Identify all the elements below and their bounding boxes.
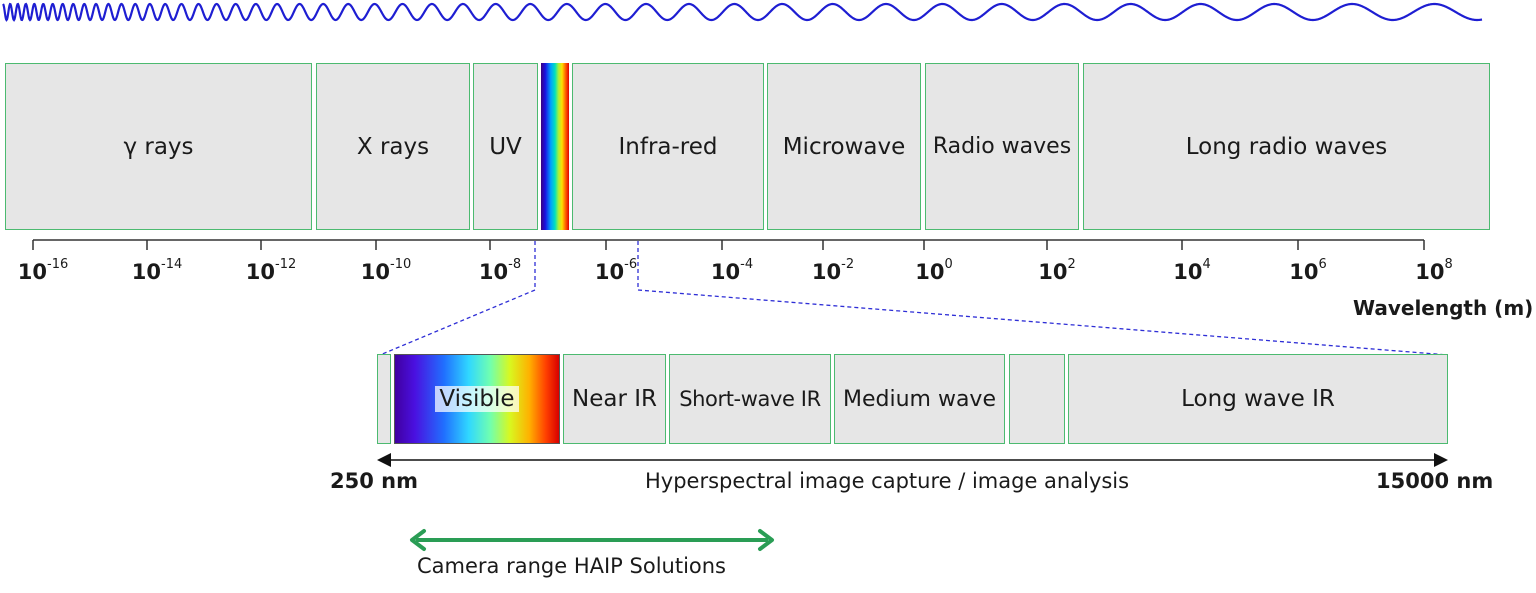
tick-exponent: -2 [841,257,855,272]
tick-base: 10 [1289,260,1319,284]
tick-exponent: 2 [1067,257,1076,272]
axis-tick-label: 10-16 [17,257,69,284]
zoom-band-long-wave-ir: Long wave IR [1068,354,1448,444]
axis-tick-label: 102 [1038,257,1076,284]
axis-tick-label: 10-10 [360,257,412,284]
tick-base: 10 [1173,260,1203,284]
axis-tick-label: 104 [1173,257,1211,284]
axis-tick-label: 10-4 [710,257,754,284]
zoom-band-short-wave-ir: Short-wave IR [669,354,831,444]
band-gamma-rays-label: γ rays [123,133,194,160]
zoom-band-medium-wave: Medium wave [834,354,1005,444]
axis-tick-label: 10-2 [811,257,855,284]
tick-base: 10 [131,260,161,284]
band-uv: UV [473,63,538,230]
band-uv-label: UV [489,133,522,160]
range-arrow-right-head [1434,453,1448,467]
tick-base: 10 [710,260,741,284]
band-gamma-rays: γ rays [5,63,312,230]
band-radio-waves: Radio waves [925,63,1079,230]
band-long-radio-waves-label: Long radio waves [1185,133,1388,160]
band-long-radio-waves: Long radio waves [1083,63,1490,230]
band-microwave-label: Microwave [782,133,906,160]
axis-title: Wavelength (m) [1353,296,1534,320]
zoom-band-medium-wave-label: Medium wave [843,386,996,412]
camera-arrow-left-head [410,529,426,551]
zoom-band-near-ir: Near IR [563,354,666,444]
range-start-label: 250 nm [330,469,418,493]
band-microwave: Microwave [767,63,921,230]
zoom-band-uv [377,354,391,444]
tick-base: 10 [17,260,47,284]
band-infra-red-label: Infra-red [618,133,718,160]
zoom-band-visible: Visible [394,354,560,444]
axis-tick-label: 108 [1415,257,1453,284]
camera-arrow-right-head [758,529,774,551]
tick-exponent: 0 [944,257,953,272]
tick-exponent: -12 [275,257,297,272]
tick-base: 10 [915,260,945,284]
range-caption: Hyperspectral image capture / image anal… [645,469,1130,493]
zoom-line-right [637,241,1449,356]
tick-base: 10 [1038,260,1068,284]
wavelength-wave-line [2,2,1483,22]
axis-tick-label: 10-14 [131,257,183,284]
zoom-band-near-ir-label: Near IR [572,386,657,412]
band-radio-waves-label: Radio waves [932,134,1072,159]
tick-exponent: -14 [161,257,183,272]
tick-exponent: -8 [508,257,522,272]
tick-exponent: -4 [740,257,754,272]
axis-tick-label: 10-6 [594,257,638,284]
axis-tick-label: 106 [1289,257,1327,284]
tick-base: 10 [478,260,509,284]
axis-tick-label: 10-12 [245,257,297,284]
tick-exponent: -16 [47,257,69,272]
tick-exponent: 4 [1202,257,1211,272]
tick-base: 10 [245,260,275,284]
range-end-label: 15000 nm [1376,469,1494,493]
tick-base: 10 [811,260,842,284]
zoom-band-long-wave-ir-label: Long wave IR [1181,386,1335,412]
band-infra-red: Infra-red [572,63,764,230]
tick-exponent: -10 [390,257,412,272]
tick-exponent: 8 [1444,257,1453,272]
tick-exponent: -6 [624,257,638,272]
zoom-band-short-wave-ir-label: Short-wave IR [679,387,821,411]
axis-ticks [32,240,1425,250]
tick-base: 10 [594,260,625,284]
tick-exponent: 6 [1318,257,1327,272]
tick-base: 10 [360,260,390,284]
band-visible-strip [541,63,569,230]
axis-tick-label: 100 [915,257,953,284]
zoom-line-left [379,241,536,356]
band-x-rays-label: X rays [356,133,430,160]
zoom-band-gap [1009,354,1065,444]
zoom-band-visible-label: Visible [435,386,519,412]
range-arrow-left-head [377,453,391,467]
camera-range-caption: Camera range HAIP Solutions [417,554,727,578]
band-x-rays: X rays [316,63,470,230]
axis-tick-label: 10-8 [478,257,522,284]
tick-base: 10 [1415,260,1445,284]
